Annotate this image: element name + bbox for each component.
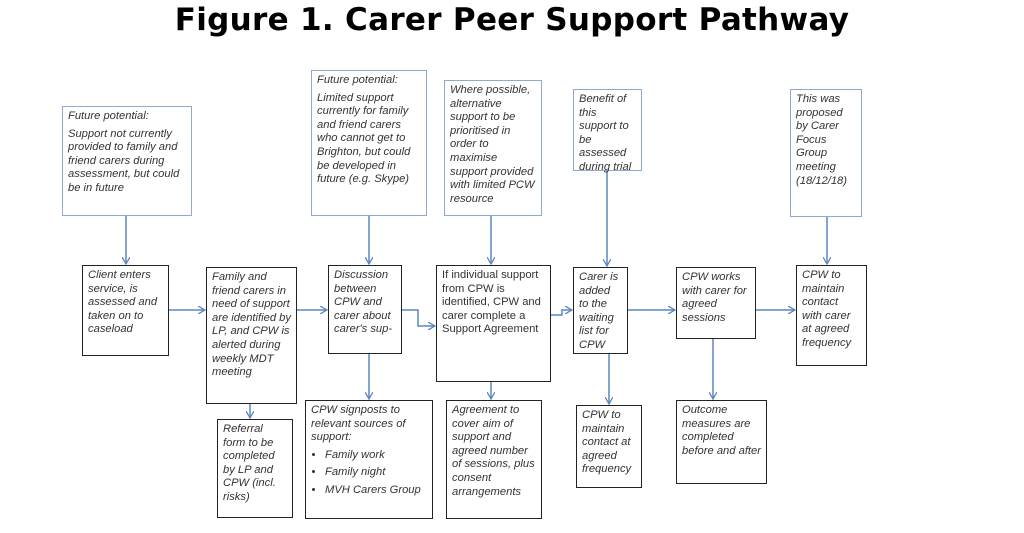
outcome-text: CPW signposts to relevant sources of sup… xyxy=(311,404,406,444)
step-cpw-works: CPW works with carer for agreed sessions xyxy=(676,267,756,339)
outcome-signposts: CPW signposts to relevant sources of sup… xyxy=(305,400,433,519)
note-text: Limited support currently for family and… xyxy=(317,91,411,186)
arrow xyxy=(550,310,572,316)
step-maintain-contact: CPW to maintain contact with carer at ag… xyxy=(796,265,867,366)
note-text: Support not currently provided to family… xyxy=(68,127,180,194)
outcome-text: Referral form to be completed by LP and … xyxy=(223,423,276,503)
outcome-measures: Outcome measures are completed before an… xyxy=(676,400,767,484)
outcome-text: CPW to maintain contact at agreed freque… xyxy=(582,409,632,476)
signpost-item: Family work xyxy=(325,449,427,463)
outcome-waiting-contact: CPW to maintain contact at agreed freque… xyxy=(576,405,642,488)
step-text: Client enters service, is assessed and t… xyxy=(88,269,158,336)
note-text: Benefit of this support to be assessed d… xyxy=(579,93,632,173)
arrow xyxy=(401,309,435,326)
note-alternative-support: Where possible, alternative support to b… xyxy=(444,80,542,216)
step-text: CPW to maintain contact with carer at ag… xyxy=(802,269,852,349)
note-focus-group: This was proposed by Carer Focus Group m… xyxy=(790,89,862,217)
outcome-referral-form: Referral form to be completed by LP and … xyxy=(217,419,293,518)
step-carers-identified: Family and friend carers in need of supp… xyxy=(206,267,297,404)
step-text: If individual support from CPW is identi… xyxy=(442,269,541,336)
step-text: Family and friend carers in need of supp… xyxy=(212,271,291,379)
outcome-agreement: Agreement to cover aim of support and ag… xyxy=(446,400,542,519)
note-benefit-trial: Benefit of this support to be assessed d… xyxy=(573,89,642,173)
note-heading: Future potential: xyxy=(68,110,149,122)
note-text: Where possible, alternative support to b… xyxy=(450,84,535,205)
step-support-agreement: If individual support from CPW is identi… xyxy=(436,265,551,382)
signpost-item: Family night xyxy=(325,466,427,480)
step-text: Discussion between CPW and carer about c… xyxy=(334,269,393,336)
outcome-text: Outcome measures are completed before an… xyxy=(682,404,761,457)
note-text: This was proposed by Carer Focus Group m… xyxy=(796,93,847,187)
step-waiting-list: Carer is added to the waiting list for C… xyxy=(573,267,628,354)
figure-title: Figure 1. Carer Peer Support Pathway xyxy=(174,2,850,38)
outcome-text: Agreement to cover aim of support and ag… xyxy=(452,404,535,498)
step-client-enters: Client enters service, is assessed and t… xyxy=(82,265,169,356)
note-heading: Future potential: xyxy=(317,74,398,86)
signpost-list: Family work Family night MVH Carers Grou… xyxy=(311,449,427,498)
step-text: Carer is added to the waiting list for C… xyxy=(579,271,619,351)
step-text: CPW works with carer for agreed sessions xyxy=(682,271,747,324)
step-discussion: Discussion between CPW and carer about c… xyxy=(328,265,402,354)
note-future-remote: Future potential: Limited support curren… xyxy=(311,70,427,216)
note-future-assessment: Future potential: Support not currently … xyxy=(62,106,192,216)
signpost-item: MVH Carers Group xyxy=(325,484,427,498)
